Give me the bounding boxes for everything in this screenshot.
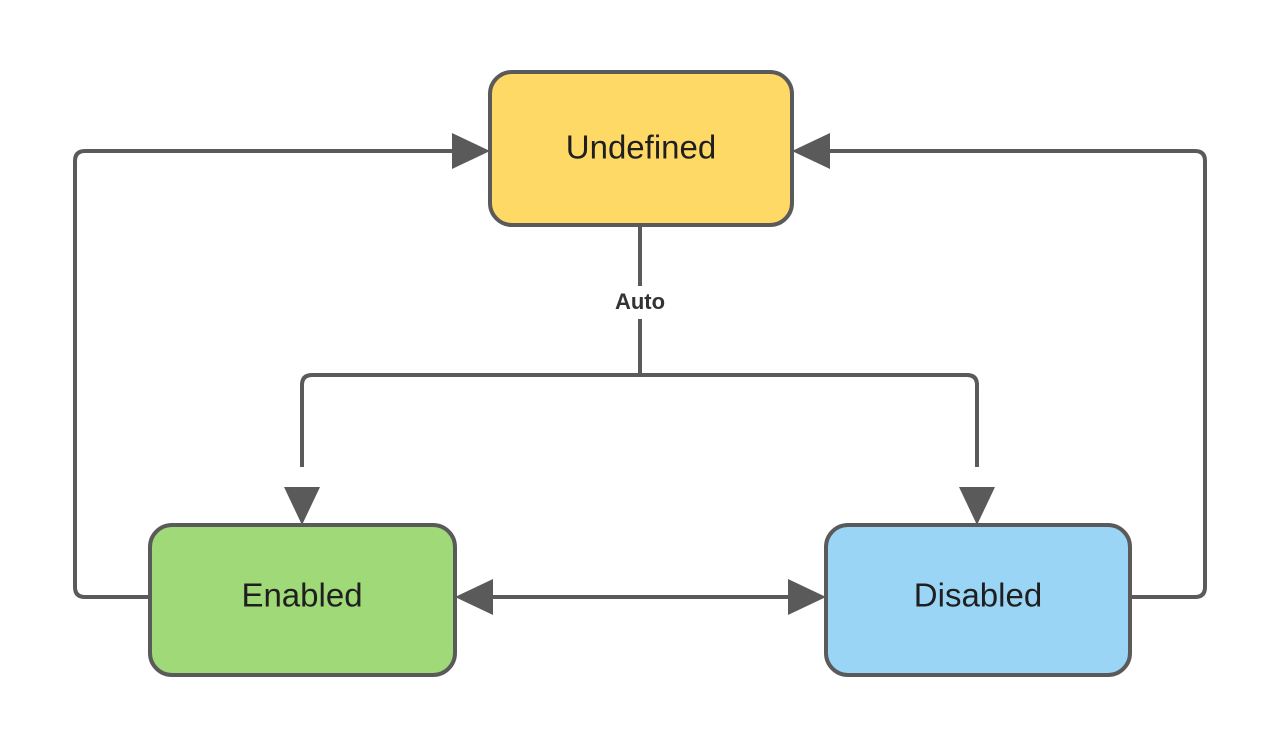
arrowhead-into-disabled-top [959, 487, 995, 525]
state-label-undefined: Undefined [566, 129, 716, 166]
arrowhead-into-undefined-right [792, 133, 830, 169]
state-node-disabled[interactable]: Disabled [824, 523, 1132, 677]
state-box-disabled[interactable] [824, 523, 1132, 677]
state-label-disabled: Disabled [914, 577, 1042, 614]
edge-auto-fork: Auto [284, 225, 995, 525]
state-box-enabled[interactable] [148, 523, 457, 677]
edge-enabled-to-undefined [73, 133, 490, 599]
state-box-undefined[interactable] [488, 70, 794, 227]
arrowhead-into-undefined-left [452, 133, 490, 169]
auto-label-backdrop [594, 286, 686, 319]
state-node-undefined[interactable]: Undefined [488, 70, 794, 227]
arrowhead-into-disabled-left [788, 579, 826, 615]
arrowhead-into-enabled-top [284, 487, 320, 525]
state-node-enabled[interactable]: Enabled [148, 523, 457, 677]
edge-enabled-disabled-bidirectional [455, 579, 826, 615]
transition-label-auto: Auto [615, 289, 665, 314]
edge-disabled-to-undefined [792, 133, 1207, 599]
arrowhead-into-enabled-right [455, 579, 493, 615]
state-label-enabled: Enabled [241, 577, 362, 614]
